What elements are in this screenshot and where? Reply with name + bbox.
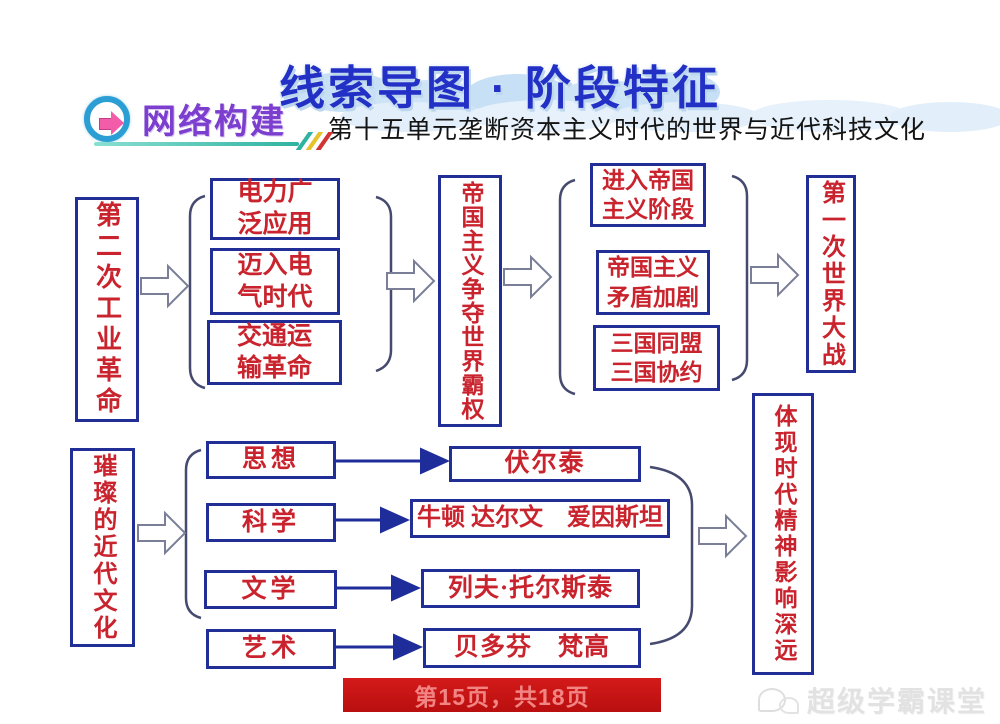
flow2-content-box-3: 列夫·托尔斯泰 <box>421 569 640 608</box>
block-arrow-icon <box>698 513 748 559</box>
flow1-cause-box-3: 交通运 输革命 <box>207 320 342 385</box>
flow2-category-box-4: 艺术 <box>206 629 336 669</box>
badge-arrow-icon <box>111 111 124 135</box>
slide-title: 线索导图 · 阶段特征 <box>279 62 721 114</box>
flow2-content-box-4: 贝多芬 梵高 <box>423 628 641 668</box>
subtitle-cloud-decoration <box>750 100 910 132</box>
badge-underline <box>94 142 299 146</box>
bracket-open <box>558 178 576 396</box>
bracket-close <box>649 465 694 646</box>
subtitle-cloud-decoration <box>340 102 480 132</box>
watermark: 超级学霸课堂 <box>758 680 987 720</box>
bracket-close <box>375 195 393 373</box>
flow1-effect-box-3: 三国同盟 三国协约 <box>593 325 720 391</box>
block-arrow-icon <box>137 510 187 556</box>
flow1-cause-box-2: 迈入电 气时代 <box>210 248 340 315</box>
block-arrow-icon <box>386 258 436 304</box>
chat-bubbles-icon <box>779 696 799 714</box>
flow1-effect-box-1: 进入帝国 主义阶段 <box>590 163 706 227</box>
subtitle-cloud-decoration <box>470 100 620 132</box>
page-number-text: 第15页，共18页 <box>414 684 590 710</box>
flow2-category-box-2: 科学 <box>206 503 336 542</box>
flow2-content-box-2: 牛顿 达尔文 爱因斯坦 <box>410 499 670 538</box>
page-number-bar: 第15页，共18页 <box>343 678 661 712</box>
bracket-open <box>184 448 202 620</box>
bracket-close <box>731 174 749 382</box>
flow2-content-box-1: 伏尔泰 <box>449 446 641 482</box>
watermark-text: 超级学霸课堂 <box>807 686 988 717</box>
subtitle-cloud-decoration <box>890 102 1000 132</box>
block-arrow-icon <box>750 252 800 298</box>
flow2-result-box: 体现时代精神影响深远 <box>752 393 814 675</box>
flow2-source-box: 璀璨的近代文化 <box>70 448 135 647</box>
flow1-middle-box: 帝国主义争夺世界霸权 <box>438 175 502 427</box>
flow1-effect-box-2: 帝国主义 矛盾加剧 <box>596 250 710 315</box>
flow2-category-box-1: 思想 <box>206 441 336 479</box>
bracket-open <box>188 194 206 390</box>
flow1-cause-box-1: 电力广 泛应用 <box>210 178 340 240</box>
flow1-source-box: 第二次工业革命 <box>75 197 139 422</box>
block-arrow-icon <box>140 263 190 309</box>
block-arrow-icon <box>503 254 553 300</box>
flow2-category-box-3: 文学 <box>204 570 337 609</box>
badge-circle-icon <box>84 96 130 142</box>
subtitle-cloud-decoration <box>610 102 760 132</box>
unit-subtitle: 第十五单元垄断资本主义时代的世界与近代科技文化 <box>328 117 927 144</box>
flow1-result-box: 第一次世界大战 <box>806 175 856 373</box>
section-badge-label: 网络构建 <box>142 103 286 141</box>
